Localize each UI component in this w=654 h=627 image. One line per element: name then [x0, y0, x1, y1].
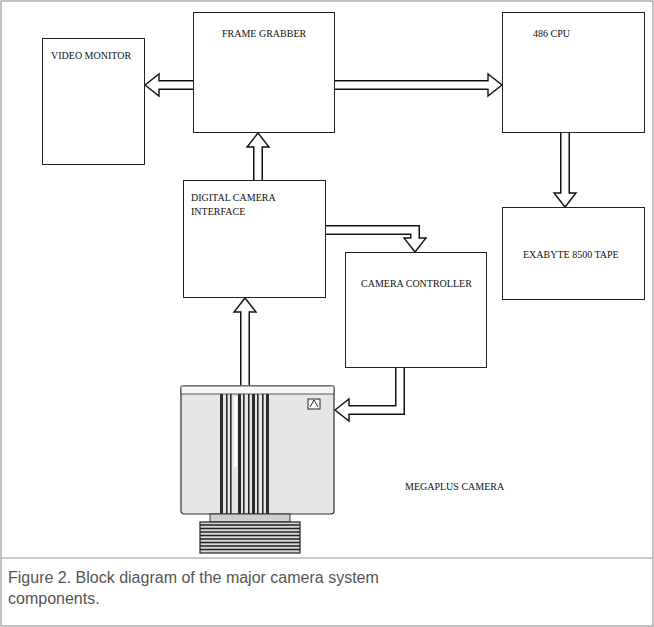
lens-ring: [200, 531, 300, 532]
lens-ring: [200, 542, 300, 543]
process-box: CAMERA CONTROLLER: [345, 252, 487, 368]
process-box: VIDEO MONITOR: [42, 38, 145, 165]
block-arrow: [247, 133, 269, 180]
camera-stripe: [248, 394, 250, 514]
box-label: FRAME GRABBER: [222, 27, 306, 41]
camera-side-panel: [234, 397, 237, 467]
arrow-channel: [242, 309, 249, 385]
camera-stripe: [252, 394, 255, 514]
box-label: DIGITAL CAMERA INTERFACE: [191, 191, 291, 218]
lens-ring: [200, 545, 300, 546]
camera-node: MEGAPLUS CAMERA: [180, 385, 335, 555]
lens-ring: [200, 524, 300, 525]
process-box: FRAME GRABBER: [193, 12, 335, 133]
arrow-channel: [335, 82, 491, 89]
block-arrow: [335, 368, 400, 421]
arrow-channel: [562, 133, 569, 196]
box-label: 486 CPU: [533, 27, 570, 41]
arrow-channel: [156, 82, 193, 89]
lens-barrel: [200, 522, 300, 553]
camera-stripe: [220, 394, 223, 514]
camera-stripe: [243, 394, 245, 514]
block-arrow: [145, 74, 193, 96]
camera-stripe: [266, 394, 269, 514]
block-arrow: [234, 298, 256, 385]
block-arrow: [335, 74, 502, 96]
box-label: CAMERA CONTROLLER: [361, 277, 472, 291]
camera-stripe: [230, 394, 232, 514]
block-arrow: [326, 230, 426, 252]
figure-caption: Figure 2. Block diagram of the major cam…: [8, 568, 448, 610]
camera-stripe: [257, 394, 259, 514]
arrow-channel: [346, 368, 400, 410]
process-box: EXABYTE 8500 TAPE: [502, 207, 645, 300]
camera-stripe: [262, 394, 264, 514]
camera-stripe: [238, 394, 241, 514]
lens-ring: [200, 538, 300, 539]
camera-stripe: [226, 394, 228, 514]
lens-ring: [200, 535, 300, 536]
lens-ring: [200, 549, 300, 550]
arrow-channel: [255, 144, 262, 180]
camera-illustration: [180, 385, 335, 555]
arrow-outline: [349, 368, 400, 410]
caption-rule: [1, 557, 653, 558]
camera-logo: [308, 399, 320, 409]
camera-top: [181, 386, 334, 394]
arrow-channel: [326, 230, 415, 241]
box-label: VIDEO MONITOR: [51, 49, 131, 63]
camera-body: [181, 386, 334, 514]
block-arrow: [554, 133, 576, 207]
process-box: 486 CPU: [502, 12, 645, 133]
lens-mount: [210, 514, 290, 522]
camera-label: MEGAPLUS CAMERA: [405, 480, 504, 494]
box-label: EXABYTE 8500 TAPE: [523, 248, 619, 262]
lens-ring: [200, 528, 300, 529]
camera-logo-mark: [310, 400, 318, 407]
process-box: DIGITAL CAMERA INTERFACE: [183, 180, 326, 298]
